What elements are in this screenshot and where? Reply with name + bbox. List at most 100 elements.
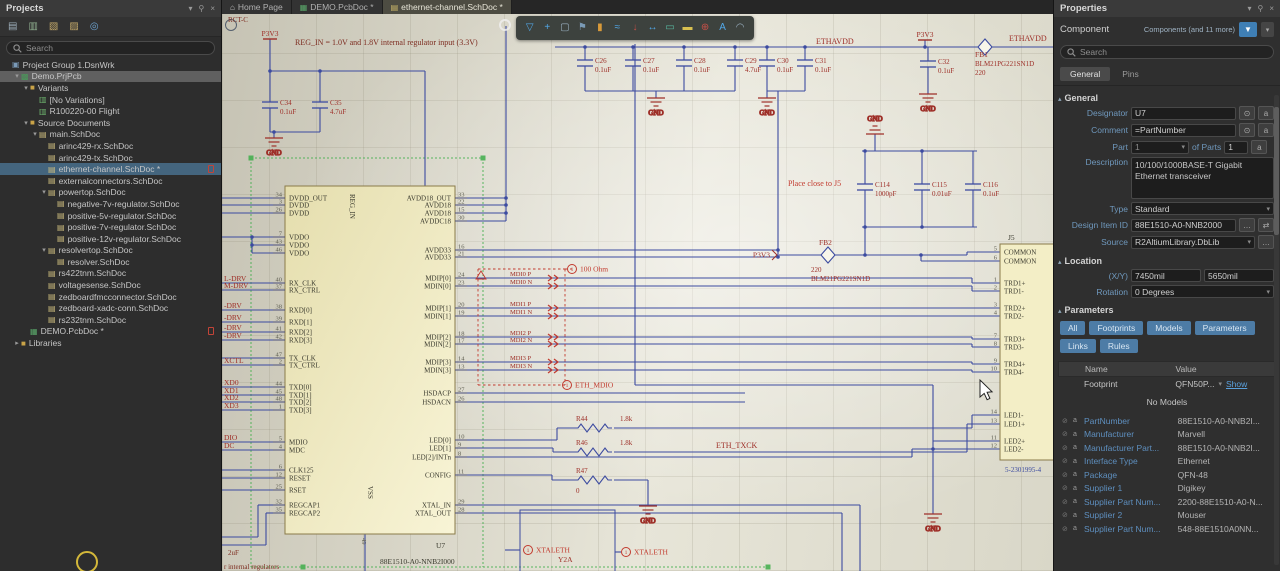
chevron-icon[interactable]: ▾ (24, 119, 28, 127)
filter-parameters[interactable]: Parameters (1194, 321, 1255, 335)
section-parameters[interactable]: ▴Parameters (1058, 305, 1114, 315)
place-label-icon[interactable]: ▬ (682, 22, 693, 33)
diff-pair-icon[interactable] (547, 312, 559, 320)
chevron-down-icon[interactable]: ▾ (1218, 381, 1222, 388)
section-location[interactable]: ▴Location (1058, 256, 1103, 266)
tree-item[interactable]: ▾■Variants (0, 82, 221, 94)
add-folder-icon[interactable]: ▨ (69, 20, 79, 32)
ferrite-bead[interactable] (820, 246, 836, 264)
visibility-off-icon[interactable]: ⊘ (1062, 417, 1068, 425)
ferrite-bead[interactable] (977, 38, 993, 56)
description-field[interactable]: 10/100/1000BASE-T Gigabit Ethernet trans… (1131, 157, 1274, 199)
visibility-icon[interactable]: ⊙ (1239, 106, 1255, 120)
footprint-value[interactable]: QFN50P... (1175, 379, 1215, 389)
visibility-off-icon[interactable]: ⊘ (1062, 512, 1068, 520)
document-tab[interactable]: ▤ethernet-channel.SchDoc * (382, 0, 512, 14)
filter-footprints[interactable]: Footprints (1089, 321, 1144, 335)
tree-item[interactable]: ▤zedboardfmcconnector.SchDoc (0, 291, 221, 303)
tree-item[interactable]: ▤arinc429-rx.SchDoc (0, 140, 221, 152)
chevron-icon[interactable]: ▸ (15, 340, 19, 348)
sheet-port[interactable]: P3V3 (753, 249, 778, 261)
diff-pair-icon[interactable] (547, 274, 559, 282)
lock-icon[interactable]: a (1258, 123, 1274, 137)
save-icon[interactable]: ▤ (8, 20, 18, 32)
tree-item[interactable]: ▤positive-5v-regulator.SchDoc (0, 210, 221, 222)
of-parts-field[interactable] (1224, 140, 1249, 154)
j5-body[interactable] (999, 243, 1053, 461)
document-tab[interactable]: ▦DEMO.PcbDoc * (291, 0, 383, 14)
tree-item[interactable]: ▤rs422tnm.SchDoc (0, 268, 221, 280)
tab-general[interactable]: General (1060, 67, 1111, 81)
show-link[interactable]: Show (1226, 379, 1248, 389)
place-sheet-icon[interactable]: ⚑ (577, 22, 587, 33)
value-column-header[interactable]: Value (1175, 364, 1197, 374)
measure-icon[interactable]: ↔ (647, 22, 658, 33)
comment-field[interactable] (1131, 123, 1236, 137)
tree-item[interactable]: ▥R100220-00 Flight (0, 105, 221, 117)
select-region-icon[interactable]: ▢ (560, 22, 570, 33)
compile-icon[interactable]: ▧ (48, 20, 59, 32)
tree-item[interactable]: ▾▤main.SchDoc (0, 129, 221, 141)
visibility-off-icon[interactable]: ⊘ (1062, 471, 1068, 479)
properties-scrollbar[interactable] (1274, 95, 1279, 565)
tree-item[interactable]: ▤resolver.SchDoc (0, 256, 221, 268)
type-select[interactable]: Standard▾ (1131, 202, 1274, 215)
tree-item[interactable]: ▦DEMO.PcbDoc * (0, 326, 221, 338)
lock-icon[interactable]: a (1073, 417, 1077, 425)
lock-icon[interactable]: a (1073, 498, 1077, 506)
tree-item[interactable]: ▣Project Group 1.DsnWrk (0, 59, 221, 71)
document-tab[interactable]: ⌂Home Page (222, 0, 292, 14)
visibility-icon[interactable]: ⊙ (1239, 123, 1255, 137)
visibility-off-icon[interactable]: ⊘ (1062, 498, 1068, 506)
tree-item[interactable]: ▤negative-7v-regulator.SchDoc (0, 198, 221, 210)
tree-item[interactable]: ▤zedboard-xadc-conn.SchDoc (0, 302, 221, 314)
tree-item[interactable]: ▸■Libraries (0, 337, 221, 349)
filter-models[interactable]: Models (1147, 321, 1191, 335)
chevron-icon[interactable]: ▾ (33, 131, 37, 139)
panel-close-icon[interactable]: × (1269, 4, 1274, 13)
chevron-icon[interactable]: ▾ (42, 189, 46, 197)
part-select[interactable]: 1▾ (1131, 140, 1189, 154)
filter-dropdown-button[interactable]: ▾ (1261, 22, 1274, 37)
